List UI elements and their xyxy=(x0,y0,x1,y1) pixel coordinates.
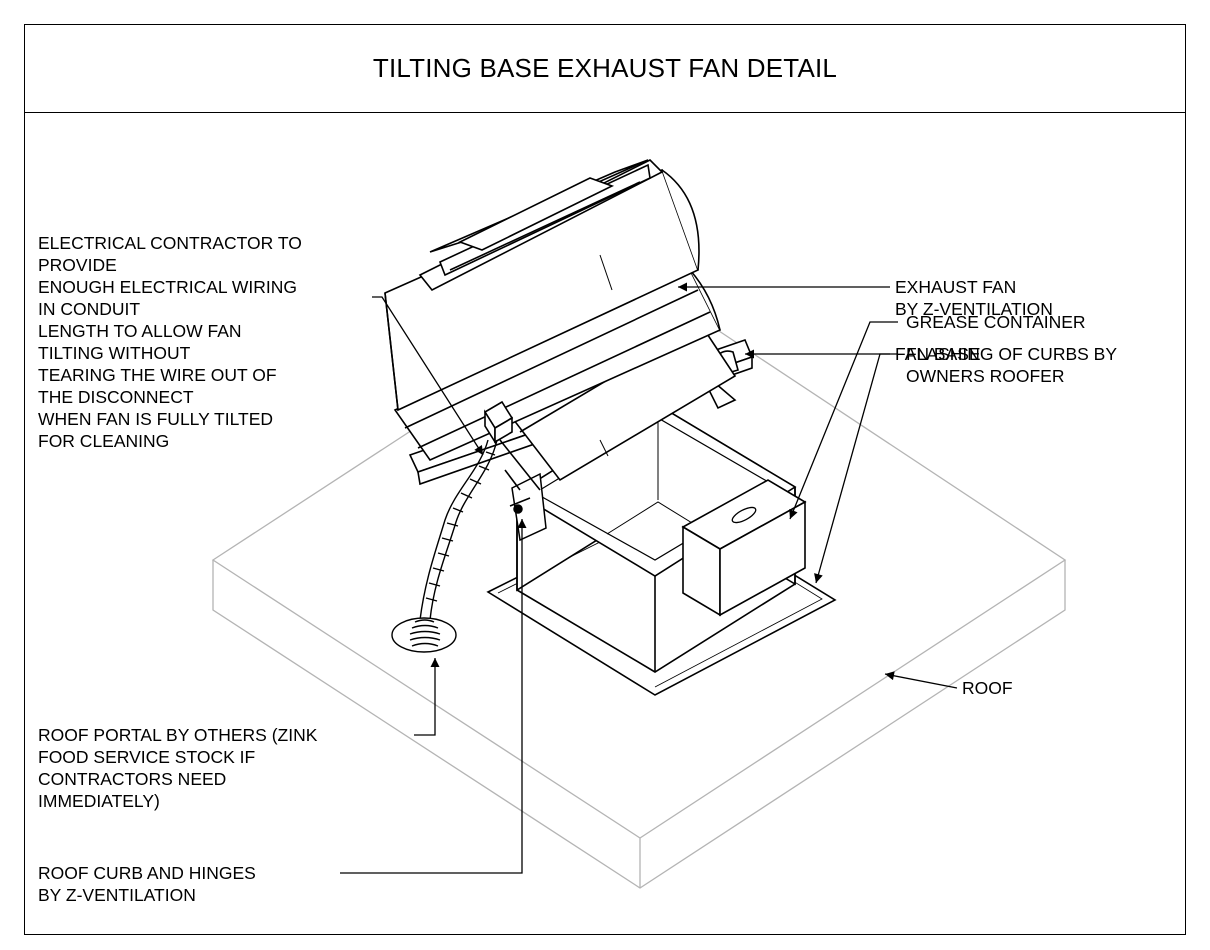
callout-roof: ROOF xyxy=(962,677,1013,699)
callout-electrical-line: TILTING WITHOUT xyxy=(38,343,191,363)
callout-roof-portal-line: FOOD SERVICE STOCK IF xyxy=(38,747,256,767)
callout-roof-curb-line: ROOF CURB AND HINGES xyxy=(38,863,256,883)
callout-flashing: FLASHING OF CURBS BY OWNERS ROOFER xyxy=(906,343,1117,387)
callout-roof-portal-line: ROOF PORTAL BY OTHERS (ZINK xyxy=(38,725,318,745)
leader-roof xyxy=(884,671,958,689)
callout-exhaust-fan-line: BY Z-VENTILATION xyxy=(895,299,1053,319)
callout-roof-curb: ROOF CURB AND HINGES BY Z-VENTILATION xyxy=(38,862,256,906)
callout-roof-curb-line: BY Z-VENTILATION xyxy=(38,885,196,905)
exhaust-fan xyxy=(384,159,737,482)
callout-leaders xyxy=(340,282,958,874)
callout-roof-portal: ROOF PORTAL BY OTHERS (ZINK FOOD SERVICE… xyxy=(38,724,317,812)
callout-flashing-line: OWNERS ROOFER xyxy=(906,366,1065,386)
leader-flashing xyxy=(814,353,898,584)
callout-electrical-line: FOR CLEANING xyxy=(38,431,170,451)
title-block: TILTING BASE EXHAUST FAN DETAIL xyxy=(25,25,1185,113)
disconnect-box xyxy=(483,400,514,445)
callout-grease-container: GREASE CONTAINER xyxy=(906,311,1086,333)
callout-fan-base-line: FAN BASE xyxy=(895,344,981,364)
grease-container xyxy=(681,479,807,617)
callout-roof-portal-line: IMMEDIATELY) xyxy=(38,791,160,811)
callout-grease-container-line: GREASE CONTAINER xyxy=(906,312,1086,332)
leader-grease-container xyxy=(789,321,898,520)
callout-flashing-line: FLASHING OF CURBS BY xyxy=(906,344,1118,364)
callout-electrical: ELECTRICAL CONTRACTOR TO PROVIDE ENOUGH … xyxy=(38,232,302,452)
drawing-frame: TILTING BASE EXHAUST FAN DETAIL xyxy=(24,24,1186,935)
callout-fan-base: FAN BASE xyxy=(895,343,981,365)
callout-exhaust-fan-line: EXHAUST FAN xyxy=(895,277,1017,297)
callout-electrical-line: LENGTH TO ALLOW FAN xyxy=(38,321,242,341)
leader-roof-curb xyxy=(340,519,527,874)
callout-roof-line: ROOF xyxy=(962,678,1013,698)
callout-electrical-line: ELECTRICAL CONTRACTOR TO xyxy=(38,233,302,253)
callout-exhaust-fan: EXHAUST FAN BY Z-VENTILATION xyxy=(895,276,1053,320)
flexible-conduit xyxy=(419,439,498,621)
drawing-title: TILTING BASE EXHAUST FAN DETAIL xyxy=(372,53,838,83)
callout-electrical-line: ENOUGH ELECTRICAL WIRING xyxy=(38,277,297,297)
roof-portal xyxy=(391,617,457,653)
callout-roof-portal-line: CONTRACTORS NEED xyxy=(38,769,227,789)
callout-electrical-line: THE DISCONNECT xyxy=(38,387,194,407)
callout-electrical-line: TEARING THE WIRE OUT OF xyxy=(38,365,277,385)
leader-roof-portal xyxy=(414,658,440,736)
leader-electrical xyxy=(372,296,484,456)
callout-electrical-line: IN CONDUIT xyxy=(38,299,141,319)
callout-electrical-line: PROVIDE xyxy=(38,255,117,275)
callout-electrical-line: WHEN FAN IS FULLY TILTED xyxy=(38,409,274,429)
